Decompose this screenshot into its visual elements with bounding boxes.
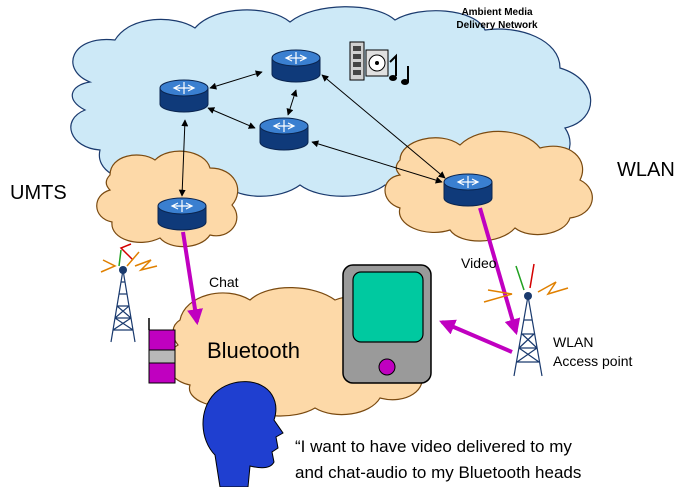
core-network-title: Ambient Media xyxy=(461,7,533,18)
video-to-device-arrow xyxy=(439,319,513,354)
link-r1-r2 xyxy=(209,70,263,90)
router-icon xyxy=(259,117,309,151)
wlan-label: WLAN xyxy=(617,159,675,181)
pda-device-icon xyxy=(342,264,432,384)
link-r1-r5 xyxy=(178,119,189,197)
core-network-subtitle: Delivery Network xyxy=(456,20,538,31)
cell-tower-icon xyxy=(100,243,158,343)
access-point-label: WLAN xyxy=(553,334,593,350)
link-r3-r4 xyxy=(311,140,443,184)
chat-label: Chat xyxy=(209,274,239,290)
access-point-sublabel: Access point xyxy=(553,353,632,369)
bluetooth-label: Bluetooth xyxy=(207,338,300,363)
chat-flow-arrow xyxy=(181,231,203,326)
quote-line-1: “I want to have video delivered to my xyxy=(295,437,572,456)
cell-tower-icon xyxy=(483,263,569,377)
video-label: Video xyxy=(461,255,497,271)
person-head-icon xyxy=(202,381,284,487)
video-flow-arrow xyxy=(478,207,521,336)
umts-label: UMTS xyxy=(10,182,67,204)
router-icon xyxy=(271,49,321,83)
quote-line-2: and chat-audio to my Bluetooth heads xyxy=(295,463,581,482)
router-icon xyxy=(443,173,493,207)
headset-icon xyxy=(148,318,176,384)
link-r1-r3 xyxy=(207,107,256,129)
router-icon xyxy=(157,197,207,231)
router-icon xyxy=(159,79,209,113)
link-r2-r3 xyxy=(286,89,298,116)
